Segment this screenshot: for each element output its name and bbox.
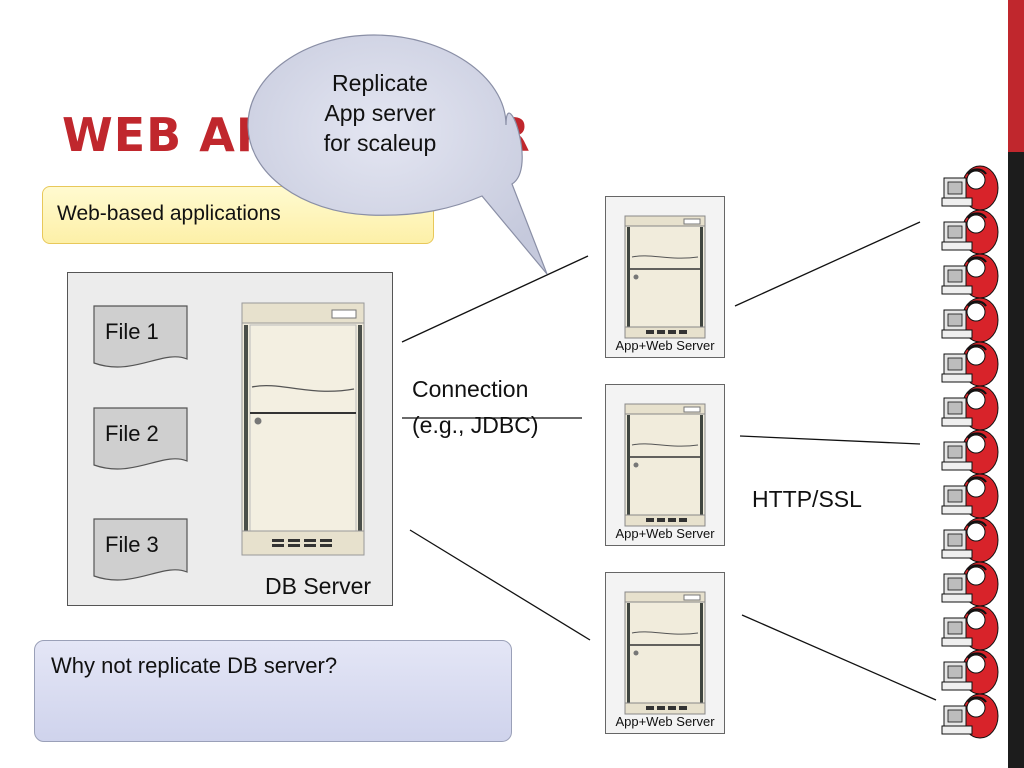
callout-bubble	[247, 34, 548, 275]
users-at-computers-icon	[940, 165, 1000, 740]
file-label: File 3	[105, 532, 159, 557]
file-label: File 2	[105, 421, 159, 446]
app-server-1: App+Web Server	[605, 196, 725, 358]
app-server-label: App+Web Server	[615, 338, 715, 353]
replicate-db-question: Why not replicate DB server?	[34, 640, 512, 742]
line-app3-to-users	[741, 614, 937, 701]
line-db-to-app1	[401, 255, 589, 343]
server-tower-icon	[624, 215, 706, 339]
app-server-label: App+Web Server	[615, 714, 715, 729]
replicate-db-question-text: Why not replicate DB server?	[51, 653, 338, 678]
server-tower-icon	[624, 403, 706, 527]
line-app2-to-users	[739, 435, 921, 445]
http-ssl-label: HTTP/SSL	[752, 486, 862, 512]
document-icon	[93, 305, 188, 368]
connection-label: Connection	[412, 376, 529, 402]
db-server-box: File 1 File 2 File 3 DB Server	[67, 272, 393, 606]
line-db-to-app3	[409, 529, 591, 641]
app-server-label: App+Web Server	[615, 526, 715, 541]
edge-accent-red	[1008, 0, 1024, 152]
app-server-2: App+Web Server	[605, 384, 725, 546]
file-2: File 2	[93, 407, 189, 473]
app-server-3: App+Web Server	[605, 572, 725, 734]
server-tower-icon	[624, 591, 706, 715]
document-icon	[93, 518, 188, 581]
connection-example-label: (e.g., JDBC)	[412, 412, 539, 438]
file-label: File 1	[105, 319, 159, 344]
document-icon	[93, 407, 188, 470]
server-tower-icon	[241, 302, 365, 556]
db-server-label: DB Server	[265, 573, 372, 599]
web-apps-note-text: Web-based applications	[57, 202, 281, 225]
edge-accent-dark	[1008, 152, 1024, 768]
line-app1-to-users	[734, 221, 921, 307]
file-3: File 3	[93, 518, 189, 584]
file-1: File 1	[93, 305, 189, 371]
